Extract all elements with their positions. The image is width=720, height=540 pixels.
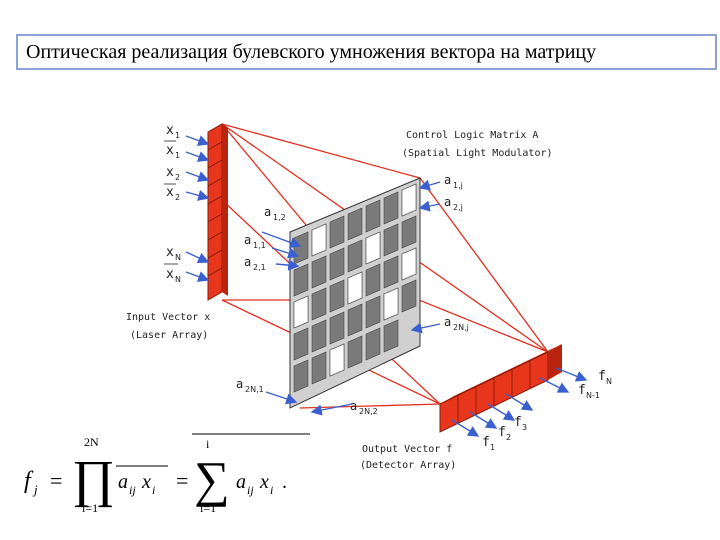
label-xN: x [166,245,174,260]
label-control-logic-2: (Spatial Light Modulator) [402,148,553,159]
formula-term1-x: x [141,471,151,493]
formula-term2-sub: ij [247,483,254,497]
output-arrows [451,367,588,437]
formula-eq: = [50,468,62,493]
output-labels: f 1 f 2 f 3 f N f N-1 [482,369,612,452]
label-f1: f [482,435,490,450]
label-f2-sub: 2 [506,433,511,442]
label-f1-sub: 1 [490,443,495,452]
label-a1j-sub: 1,j [453,181,463,190]
label-a21: a [244,255,251,269]
label-f2: f [498,425,506,440]
label-a12-sub: 1,2 [273,213,286,222]
label-x2-bar-sub: 2 [175,193,180,202]
formula-end: . [282,471,287,493]
label-a12: a [264,205,271,219]
label-xN-bar: x [166,267,174,282]
output-detector-array [439,344,562,433]
label-a2j-sub: 2,j [453,203,463,212]
label-a2N1: a [236,377,243,391]
label-input-vector-2: (Laser Array) [130,330,208,341]
label-x1-bar: x [166,143,174,158]
label-xN-sub: N [175,253,181,262]
label-f3-sub: 3 [522,423,527,432]
title-bar: Оптическая реализация булевского умножен… [16,34,717,70]
formula-prod: ∏ [72,451,115,508]
label-a21-sub: 2,1 [253,263,266,272]
label-x1-sub: 1 [175,131,180,140]
label-a2N2-sub: 2N,2 [359,407,378,416]
label-a2N1-sub: 2N,1 [245,385,264,394]
label-f3: f [514,415,522,430]
formula-prod-bottom: i=1 [82,501,98,515]
label-x1: x [166,123,174,138]
label-fN-sub: N [606,377,612,386]
label-x2-sub: 2 [175,173,180,182]
label-x2: x [166,165,174,180]
formula-term1: a [118,471,128,493]
formula-term2: a [236,471,246,493]
label-a11: a [244,233,251,247]
label-fN1-sub: N-1 [586,391,600,400]
element-arrows [261,179,441,416]
input-laser-array [207,123,228,301]
control-logic-matrix [289,177,421,409]
formula-term1-sub: ij [129,483,136,497]
label-x2-bar: x [166,185,174,200]
label-x1-bar-sub: 1 [175,151,180,160]
label-fN: f [598,369,606,384]
label-input-vector-1: Input Vector x [126,312,210,323]
label-a2j: a [444,195,451,209]
label-a2N2: a [350,399,357,413]
labels: Control Logic Matrix A (Spatial Light Mo… [126,130,553,471]
label-output-vector-2: (Detector Array) [360,460,456,471]
formula-term2-x: x [259,471,269,493]
formula-sum: ∑ [194,451,230,507]
formula-lhs: f [24,468,34,494]
label-fN1: f [578,383,586,398]
formula-sum-top: i [206,437,210,451]
formula-eq2: = [176,468,188,493]
formula-term2-x-sub: i [270,483,273,497]
slide-title: Оптическая реализация булевского умножен… [26,41,597,63]
formula-prod-top: 2N [84,435,99,449]
formula: f j = 2N ∏ i=1 a ij x i = i ∑ i=1 a ij x… [24,433,310,515]
label-a2Nj: a [444,315,451,329]
input-labels: x 1 x 1 x 2 x 2 x N x N [164,123,181,284]
formula-lhs-sub: j [32,482,38,497]
label-a11-sub: 1,1 [253,241,266,250]
formula-sum-bottom: i=1 [200,501,216,515]
label-a1j: a [444,173,451,187]
label-output-vector-1: Output Vector f [362,444,452,455]
label-a2Nj-sub: 2N,j [453,323,469,332]
formula-term1-x-sub: i [152,483,155,497]
input-arrows [185,135,210,282]
element-labels: a 1,j a 2,j a 1,2 a 1,1 a 2,1 a 2N,j a 2… [236,173,469,416]
label-control-logic-1: Control Logic Matrix A [406,130,538,141]
label-xN-bar-sub: N [175,275,181,284]
